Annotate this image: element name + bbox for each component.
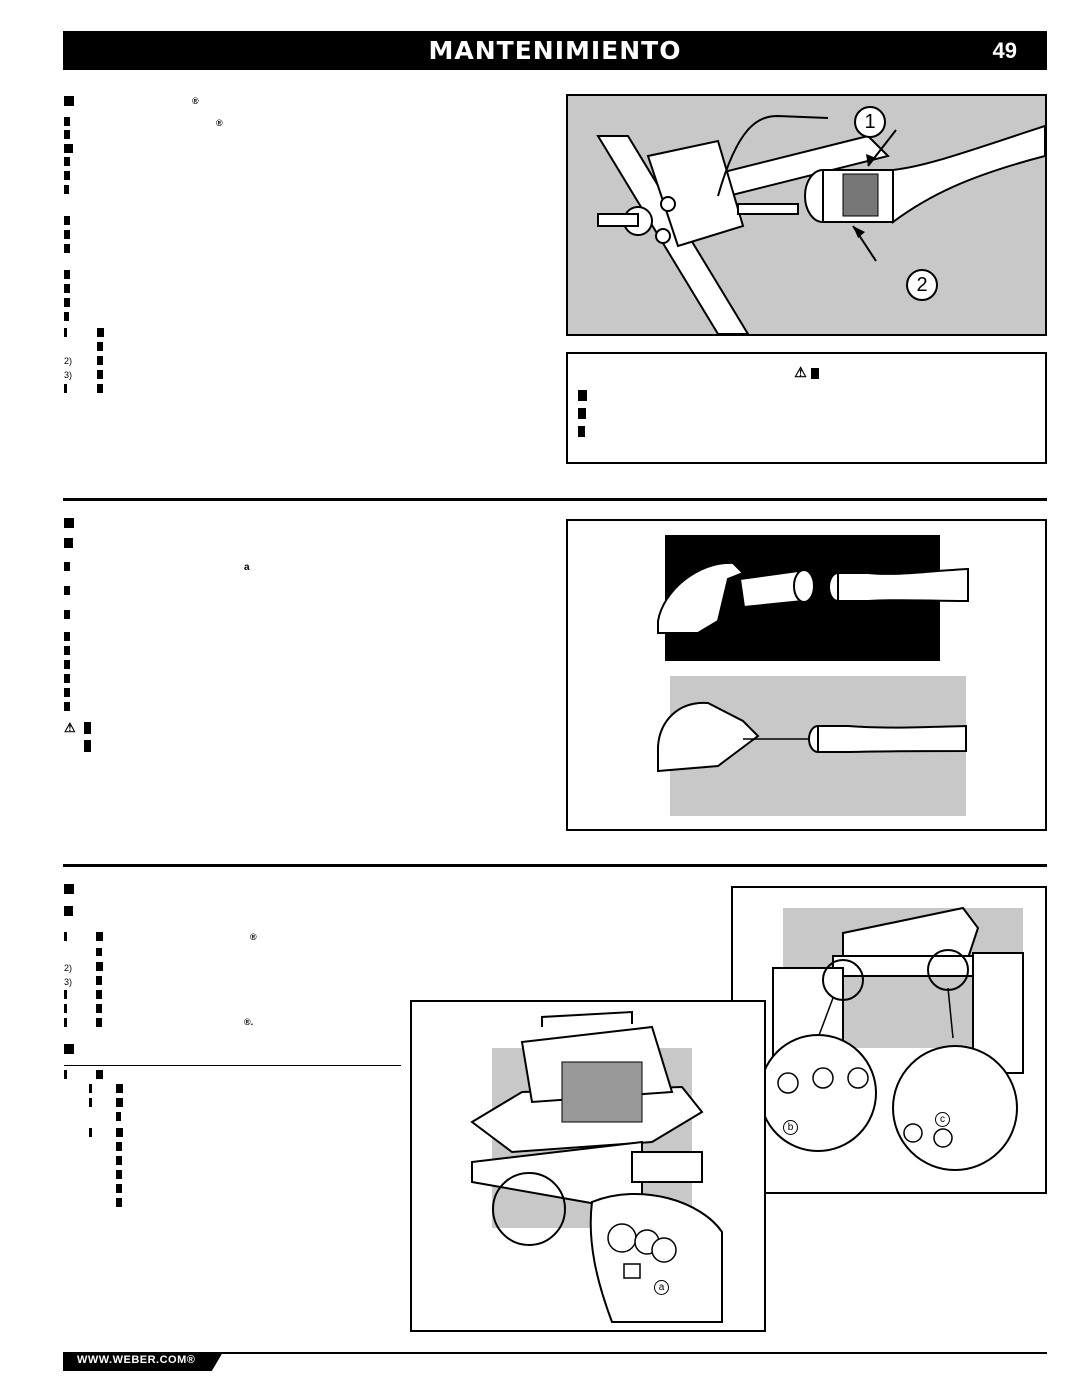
- section-title: MANTENIMIENTO: [428, 36, 682, 65]
- venturi-cleaning-figure: [566, 519, 1047, 831]
- section3-text-column: 2) 3) ® ®.: [64, 882, 404, 1222]
- step-number: 2): [64, 356, 73, 366]
- label-a: a: [654, 1280, 669, 1295]
- paragraph-registered-mark: ®: [216, 118, 223, 128]
- section1-text-column: ® ® 2) 3): [64, 94, 364, 404]
- step-number: 3): [64, 370, 73, 380]
- warning-text-lines: [578, 390, 587, 437]
- registered-mark: ®.: [244, 1017, 254, 1027]
- grill-side-illustration: [470, 1010, 723, 1323]
- grill-side-view-figure: a: [410, 1000, 766, 1332]
- section-divider: [63, 864, 1047, 867]
- section-divider: [63, 498, 1047, 501]
- warning-title: ⚠: [568, 364, 1045, 381]
- step-number: 2): [64, 963, 73, 973]
- compressed-text-lines: [64, 884, 401, 1207]
- burner-tube-illustration: [568, 96, 1045, 334]
- section2-text-column: a ⚠: [64, 516, 364, 756]
- page-number: 49: [992, 38, 1017, 63]
- footer-tab: WWW.WEBER.COM®: [63, 1352, 223, 1371]
- label-c: c: [935, 1112, 950, 1127]
- heading-registered-mark: ®: [192, 96, 199, 106]
- page-header-bar: MANTENIMIENTO 49: [63, 31, 1047, 70]
- website-url: WWW.WEBER.COM®: [77, 1354, 196, 1366]
- callout-2: 2: [906, 269, 938, 301]
- footer-rule: [63, 1352, 1047, 1354]
- compressed-text-lines: [64, 518, 91, 752]
- grill-front-illustration: [759, 906, 1024, 1171]
- label-b: b: [783, 1120, 798, 1135]
- step-number: 3): [64, 977, 73, 987]
- venturi-cleaning-illustration: [657, 535, 969, 816]
- text-mark: a: [244, 562, 250, 573]
- warning-box: ⚠: [566, 352, 1047, 464]
- callout-1: 1: [854, 106, 886, 138]
- control-panel-removal-figure: b c: [731, 886, 1047, 1194]
- burner-tube-figure: 1 2: [566, 94, 1047, 336]
- compressed-text-lines: [64, 96, 104, 393]
- registered-mark: ®: [250, 932, 257, 942]
- caution-icon: ⚠: [64, 720, 76, 735]
- warning-icon: ⚠: [794, 364, 807, 380]
